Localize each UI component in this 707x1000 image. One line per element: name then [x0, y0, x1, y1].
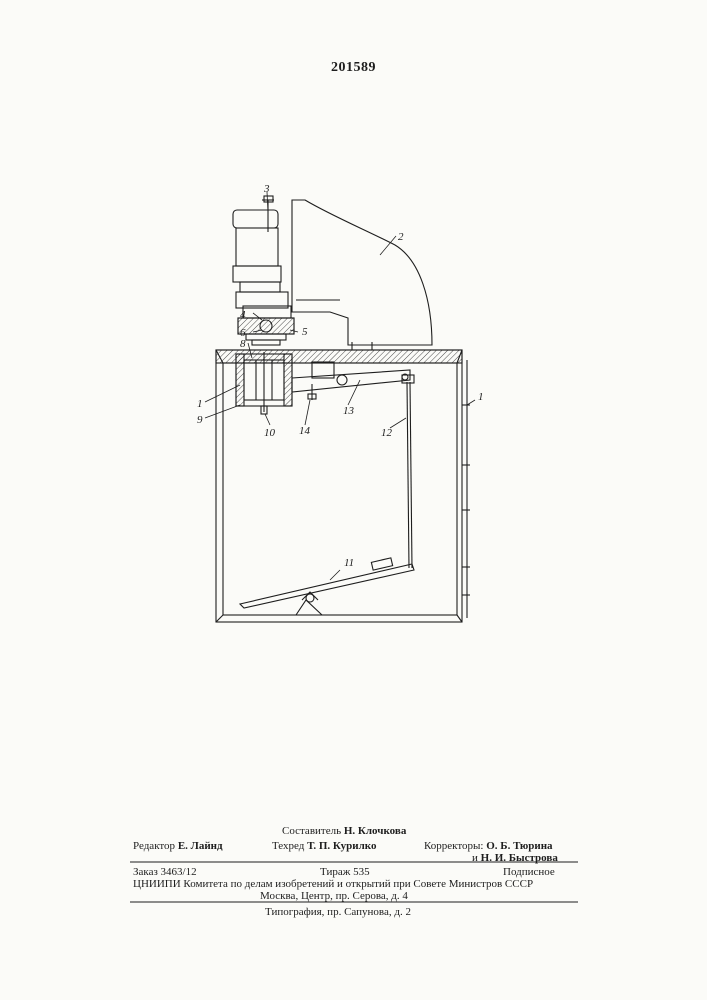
label-12: 12 [381, 427, 393, 439]
label-9: 9 [197, 414, 203, 426]
techred-line: Техред Т. П. Курилко [272, 840, 376, 852]
pedal [240, 558, 414, 615]
label-1-left: 1 [197, 398, 203, 410]
circulation: Тираж 535 [320, 866, 370, 878]
label-3: 3 [263, 183, 270, 195]
compiler-line: Составитель Н. Клочкова [282, 825, 406, 837]
corrector-2: Н. И. Быстрова [481, 852, 558, 864]
corrector-1: О. Б. Тюрина [486, 840, 552, 852]
correctors-line: Корректоры: О. Б. Тюрина [424, 840, 553, 852]
subscription: Подписное [503, 866, 555, 878]
techred-label: Техред [272, 840, 304, 852]
address-line: Москва, Центр, пр. Серова, д. 4 [260, 890, 408, 902]
label-14: 14 [299, 425, 311, 437]
punch-assembly [238, 306, 294, 345]
rod [402, 375, 414, 568]
label-13: 13 [343, 405, 355, 417]
label-5: 5 [302, 326, 308, 338]
label-1-right: 1 [478, 391, 484, 403]
label-11: 11 [344, 557, 354, 569]
editor-label: Редактор [133, 840, 175, 852]
lever-mechanism [292, 362, 410, 400]
correctors-label: Корректоры: [424, 840, 483, 852]
label-8: 8 [240, 338, 246, 350]
label-2: 2 [398, 231, 404, 243]
editor-name: Е. Лайнд [178, 840, 223, 852]
label-10: 10 [264, 427, 276, 439]
techred-name: Т. П. Курилко [307, 840, 376, 852]
printing-line: Типография, пр. Сапунова, д. 2 [265, 906, 411, 918]
corrector-2-prefix: и [472, 852, 478, 864]
leader-lines [205, 192, 475, 580]
label-4: 4 [240, 309, 246, 321]
compiler-name: Н. Клочкова [344, 825, 406, 837]
die-block [236, 352, 292, 414]
org-line: ЦНИИПИ Комитета по делам изобретений и о… [133, 878, 533, 890]
corrector-2-line: и Н. И. Быстрова [472, 852, 558, 864]
press-head [233, 196, 288, 308]
compiler-label: Составитель [282, 825, 341, 837]
order-number: Заказ 3463/12 [133, 866, 197, 878]
editor-line: Редактор Е. Лайнд [133, 840, 223, 852]
press-frame [292, 200, 432, 345]
